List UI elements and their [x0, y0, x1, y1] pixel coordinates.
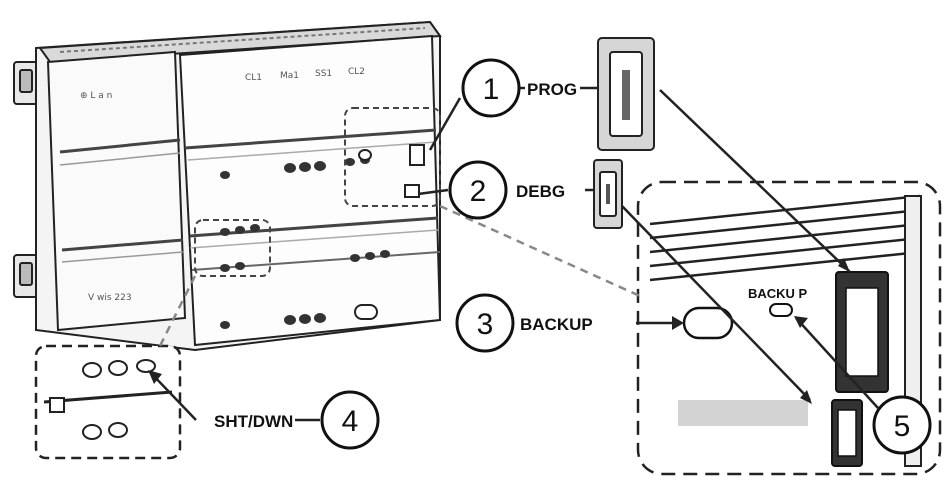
controller-device	[14, 22, 440, 350]
inset-backup-label: BACKU P	[748, 286, 808, 301]
prog-port-illustration	[598, 38, 654, 150]
callout-label: SHT/DWN	[214, 412, 293, 431]
shtdwn-inset	[36, 346, 180, 458]
callout-number: 1	[483, 73, 500, 106]
callout-5: 5	[874, 397, 930, 453]
callout-number: 3	[477, 308, 494, 341]
callout-label: BACKUP	[520, 315, 593, 334]
callout-label: PROG	[527, 80, 577, 99]
debg-port-illustration	[594, 160, 622, 228]
device-side-text: V wis 223	[88, 293, 132, 303]
callout-number: 4	[342, 405, 359, 438]
callout-number: 5	[894, 410, 911, 443]
panel-code: Ma1	[280, 71, 299, 81]
callout-1-prog: 1 PROG	[463, 60, 577, 116]
panel-code: CL2	[348, 67, 365, 77]
callout-2-debg: 2 DEBG	[450, 162, 565, 218]
device-logo: ⊕ L a n	[80, 91, 112, 101]
callout-label: DEBG	[516, 182, 565, 201]
callout-3-backup: 3 BACKUP	[457, 295, 593, 351]
panel-code: CL1	[245, 73, 262, 83]
callout-number: 2	[470, 175, 487, 208]
panel-code: SS1	[315, 69, 332, 79]
